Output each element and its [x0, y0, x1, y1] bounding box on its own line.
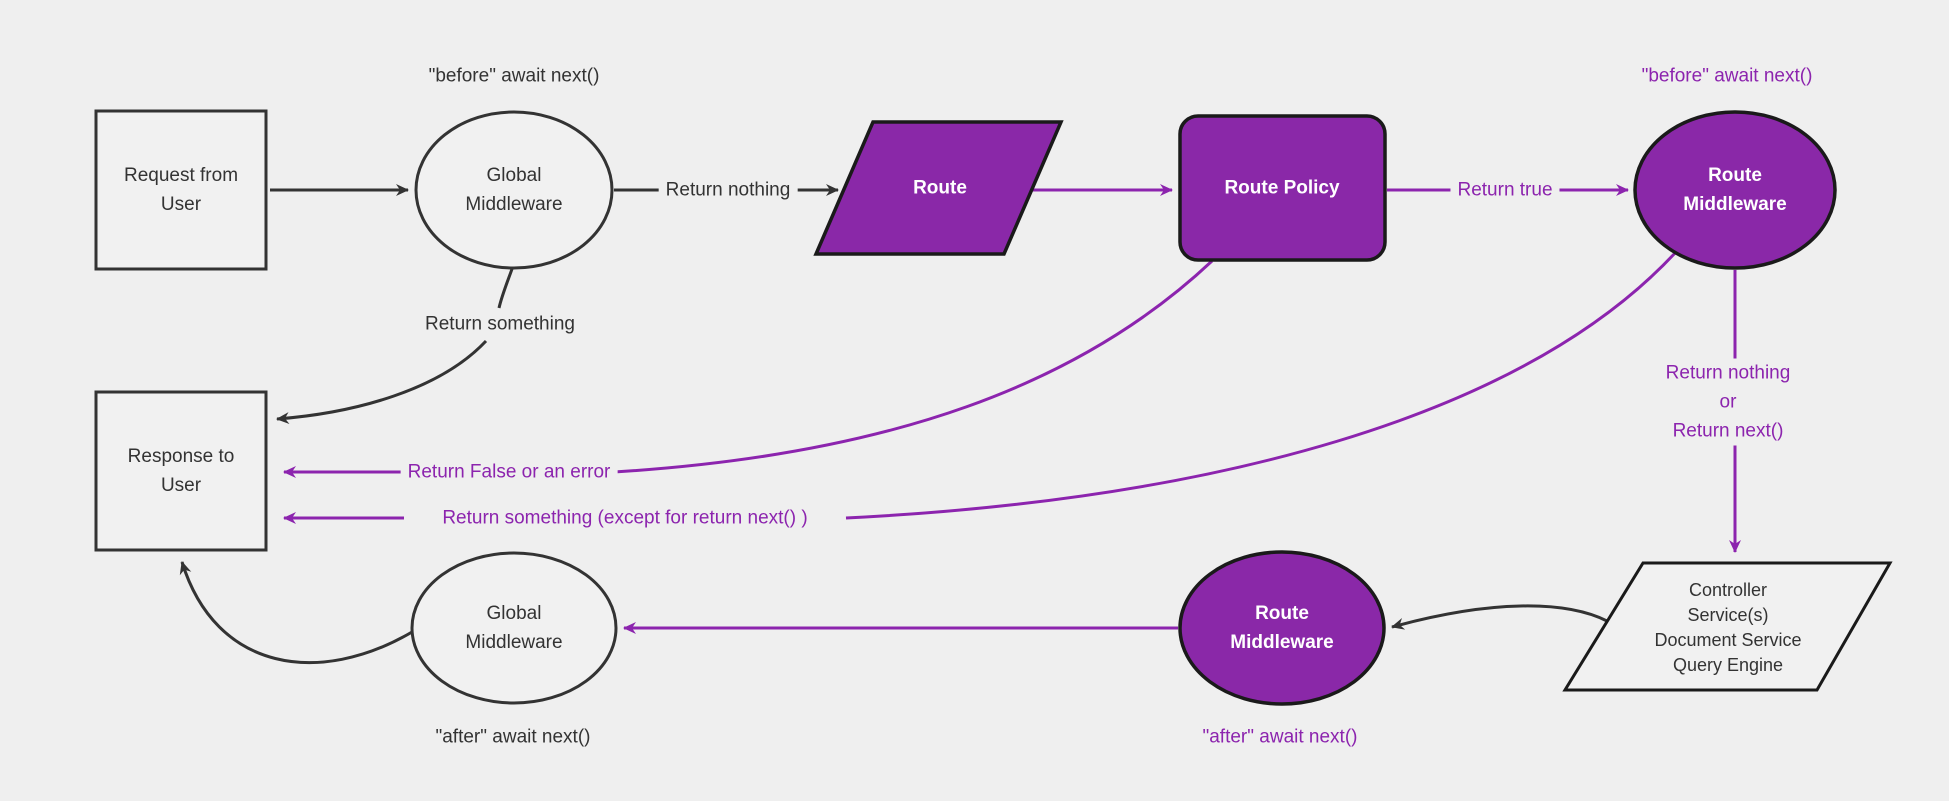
edge-route-middleware-return-something-curve [845, 250, 1678, 520]
response-to-user-shape [94, 390, 268, 552]
label-return-nothing-or-return-next: Return nothing or Return next() [1658, 358, 1798, 446]
label-before-await-next-global: "before" await next() [428, 65, 600, 87]
node-route: Route [913, 174, 967, 203]
node-controller-stack: Controller Service(s) Document Service Q… [1654, 578, 1801, 678]
label-return-nothing-or-line1: Return nothing [1665, 362, 1791, 384]
node-global-middleware-bottom-line1: Global [486, 603, 542, 624]
edge-global-middleware-return-something-tail [497, 268, 514, 309]
edge-controller-to-route-middleware [1391, 604, 1608, 630]
node-route-middleware-top: Route Middleware [1683, 161, 1786, 219]
route-middleware-top-shape [1633, 110, 1837, 270]
label-return-something: Return something [418, 309, 582, 339]
global-middleware-top-shape [414, 110, 614, 270]
node-controller-stack-line4: Query Engine [1672, 655, 1784, 675]
node-global-middleware-top: Global Middleware [465, 161, 562, 219]
node-response-to-user-line2: User [160, 475, 202, 496]
label-return-false-or-error: Return False or an error [400, 457, 618, 487]
label-after-await-next-route: "after" await next() [1202, 726, 1358, 748]
label-before-await-next-route: "before" await next() [1641, 65, 1813, 87]
node-response-to-user: Response to User [128, 442, 235, 500]
label-return-nothing-or-line3: Return next() [1672, 420, 1784, 442]
node-global-middleware-top-line2: Middleware [465, 194, 563, 215]
node-controller-stack-line1: Controller [1688, 580, 1768, 600]
node-route-middleware-bottom: Route Middleware [1230, 599, 1333, 657]
node-controller-stack-line3: Document Service [1654, 630, 1802, 650]
request-from-user-shape [94, 109, 268, 271]
label-return-nothing-or-line2: or [1719, 391, 1737, 413]
edge-route-policy-return-false-curve [613, 259, 1214, 474]
route-middleware-bottom-shape [1178, 550, 1386, 706]
node-request-from-user: Request from User [124, 161, 238, 219]
edge-return-something-to-response [276, 339, 488, 425]
node-route-policy: Route Policy [1224, 174, 1339, 203]
label-return-nothing: Return nothing [658, 175, 798, 205]
node-global-middleware-bottom: Global Middleware [465, 599, 562, 657]
node-global-middleware-bottom-line2: Middleware [465, 632, 563, 653]
controller-stack-shape [1562, 561, 1893, 692]
edge-global-middleware-bottom-to-response [179, 561, 413, 665]
label-return-true: Return true [1450, 175, 1560, 205]
node-request-from-user-line2: User [160, 194, 202, 215]
label-after-await-next-global: "after" await next() [435, 726, 591, 748]
route-shape [813, 120, 1064, 256]
route-policy-shape [1178, 114, 1387, 262]
global-middleware-bottom-shape [410, 551, 618, 705]
node-route-middleware-bottom-line1: Route [1255, 603, 1309, 624]
node-route-middleware-top-line1: Route [1708, 165, 1762, 186]
node-global-middleware-top-line1: Global [486, 165, 542, 186]
node-controller-stack-line2: Service(s) [1687, 605, 1769, 625]
node-response-to-user-line1: Response to [127, 446, 235, 467]
node-route-label: Route [913, 177, 967, 199]
node-route-middleware-top-line2: Middleware [1683, 194, 1787, 215]
node-request-from-user-line1: Request from [123, 165, 239, 186]
node-route-middleware-bottom-line2: Middleware [1230, 632, 1334, 653]
node-route-policy-label: Route Policy [1224, 177, 1340, 199]
label-return-something-except: Return something (except for return next… [435, 503, 815, 533]
